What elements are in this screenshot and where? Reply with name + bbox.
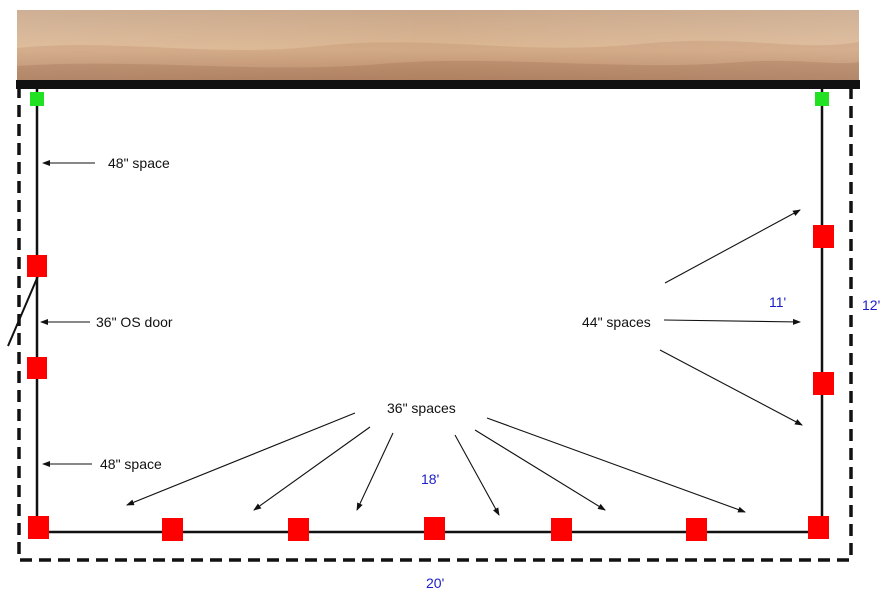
arrow-bottom-2 xyxy=(253,426,371,511)
post-bottom-4 xyxy=(424,517,445,540)
annotation-arrows xyxy=(40,160,803,516)
red-posts xyxy=(27,225,834,541)
corner-posts xyxy=(30,92,829,106)
arrow-right-3 xyxy=(659,349,803,426)
post-bottom-6 xyxy=(686,518,707,541)
post-bottom-1 xyxy=(28,516,49,539)
label-left-top-space: 48" space xyxy=(108,155,170,171)
label-left-bottom-space: 48" space xyxy=(100,456,162,472)
post-left-upper xyxy=(27,255,47,277)
arrow-bottom-5 xyxy=(474,429,606,511)
post-bottom-7 xyxy=(808,516,829,539)
top-wall xyxy=(16,80,860,89)
arrow-bottom-3 xyxy=(356,432,394,511)
dimension-outer-width: 20' xyxy=(426,575,444,591)
label-right-spaces: 44" spaces xyxy=(582,314,651,330)
arrow-bottom-6 xyxy=(486,417,746,513)
post-left-lower xyxy=(27,357,47,379)
post-right-upper xyxy=(813,225,834,248)
post-bottom-3 xyxy=(288,518,309,541)
post-bottom-5 xyxy=(551,518,572,541)
green-post-left xyxy=(30,92,44,106)
label-bottom-spaces: 36" spaces xyxy=(387,400,456,416)
arrow-right-2 xyxy=(663,318,801,325)
post-bottom-2 xyxy=(162,518,183,541)
arrow-bottom-1 xyxy=(126,412,356,506)
green-post-right xyxy=(815,92,829,106)
dimension-outer-depth: 12' xyxy=(862,297,880,313)
post-right-lower xyxy=(813,372,834,395)
door-swing-line xyxy=(7,275,39,347)
arrow-right-1 xyxy=(664,209,801,284)
dimension-inner-depth: 11' xyxy=(769,294,786,310)
arrow-bottom-4 xyxy=(454,434,500,516)
dimension-inner-width: 18' xyxy=(421,471,439,487)
label-left-door: 36" OS door xyxy=(96,314,173,330)
background-strip xyxy=(17,10,859,83)
